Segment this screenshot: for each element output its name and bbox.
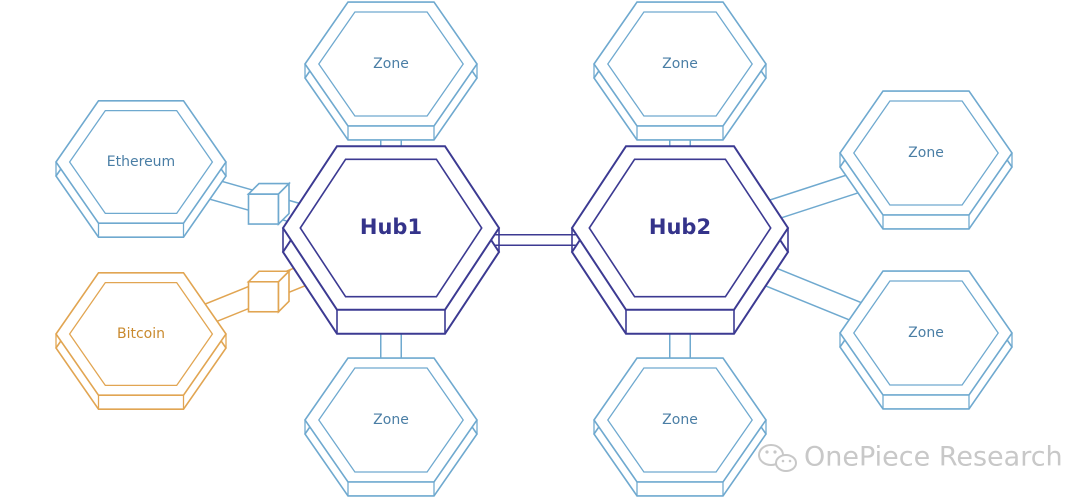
watermark: OnePiece Research [758, 442, 1063, 473]
hub2-hexagon [570, 145, 790, 335]
zone-label: Zone [662, 412, 698, 428]
watermark-text: OnePiece Research [804, 442, 1063, 473]
connection-links [136, 71, 931, 427]
ethereum-hexagon [55, 100, 227, 238]
zone_h2_bottom-hexagon [593, 357, 767, 497]
peg-zone-cube-bitcoin [246, 269, 291, 314]
bitcoin-hexagon [55, 271, 227, 411]
node-labels: Ethereum Bitcoin Zone Zone Zone Zone Zon… [107, 56, 944, 428]
zone-label: Zone [373, 56, 409, 72]
zone_h2_lower_right-hexagon [839, 270, 1013, 410]
zone-label: Zone [908, 145, 944, 161]
wechat-icon [758, 444, 797, 472]
peg-zone-cube-ethereum [246, 181, 291, 226]
hub1-hexagon [281, 145, 501, 335]
zone_h1_top-hexagon [304, 1, 478, 141]
hub2-label: Hub2 [649, 215, 711, 239]
zone_h2_upper_right-hexagon [839, 90, 1013, 230]
hub1-label: Hub1 [360, 215, 422, 239]
chain-nodes [55, 1, 1013, 497]
zone-label: Zone [373, 412, 409, 428]
zone_h2_top-hexagon [593, 1, 767, 141]
zone_h1_bottom-hexagon [304, 357, 478, 497]
ethereum-label: Ethereum [107, 154, 175, 170]
zone-label: Zone [908, 325, 944, 341]
bitcoin-label: Bitcoin [117, 326, 165, 342]
zone-label: Zone [662, 56, 698, 72]
